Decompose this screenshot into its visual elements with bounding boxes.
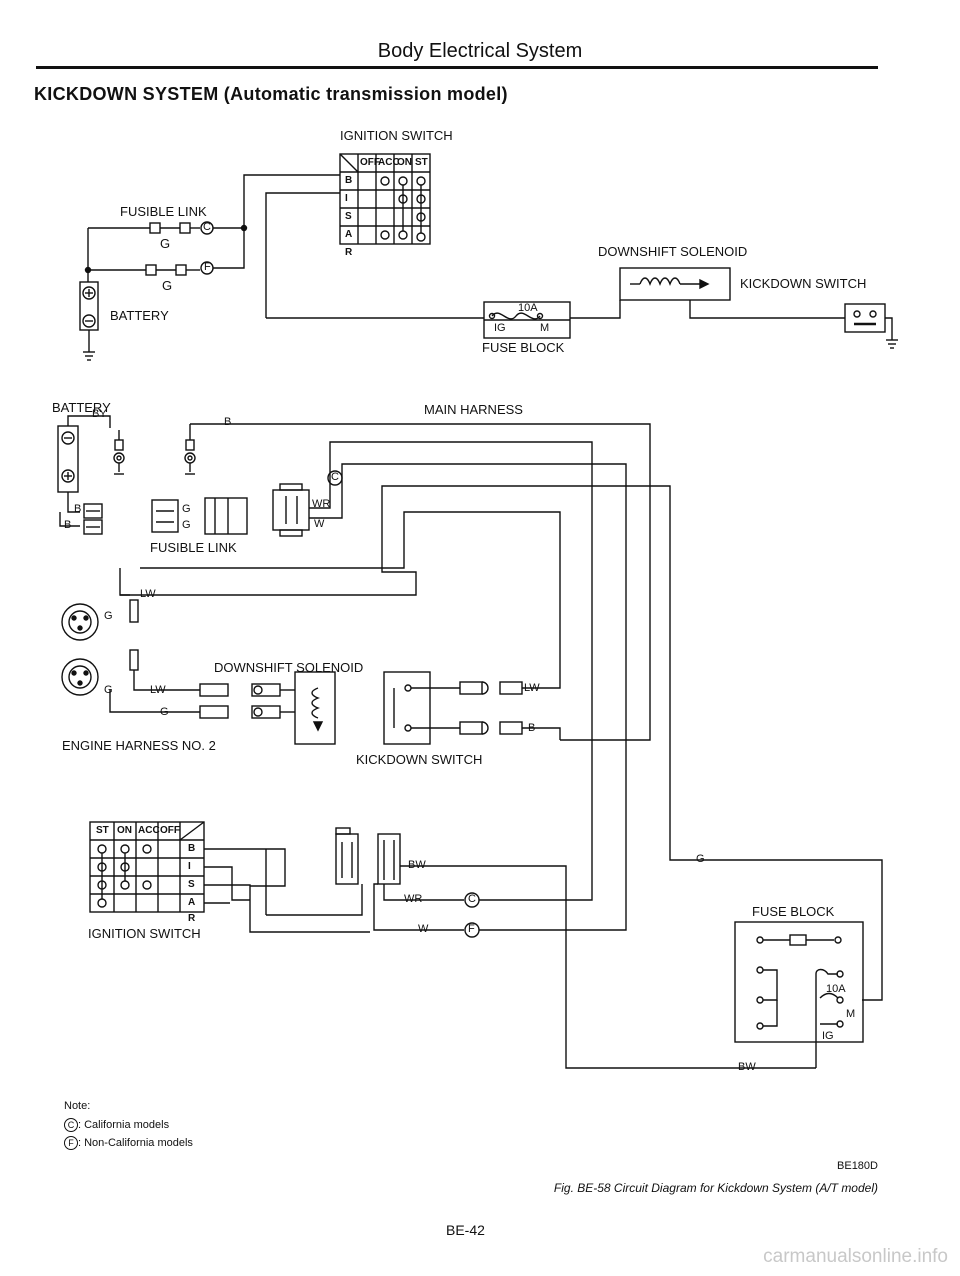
wiring-term-r: R bbox=[188, 913, 196, 924]
wiring-g1: G bbox=[182, 503, 191, 515]
schematic-term-i: I bbox=[345, 193, 348, 204]
wiring-wr: WR bbox=[312, 498, 331, 510]
wiring-kickdown-switch-label: KICKDOWN SWITCH bbox=[356, 752, 483, 767]
wiring-mark-f-lower: F bbox=[468, 923, 475, 935]
schematic-mark-f: F bbox=[204, 261, 211, 273]
wiring-lw-upper: LW bbox=[140, 588, 156, 600]
wiring-pos-off: OFF bbox=[160, 825, 180, 836]
note-f-text: : Non-California models bbox=[78, 1137, 193, 1149]
wiring-g2: G bbox=[182, 519, 191, 531]
wiring-b-top-label: B bbox=[224, 416, 232, 428]
wiring-lw-right: LW bbox=[524, 682, 540, 694]
note-f: F: Non-California models bbox=[64, 1136, 193, 1150]
schematic-ignition-switch-label: IGNITION SWITCH bbox=[340, 128, 453, 143]
note-f-mark: F bbox=[64, 1136, 78, 1150]
wiring-pos-acc: ACC bbox=[138, 825, 160, 836]
wiring-g-conn1: G bbox=[104, 610, 113, 622]
schematic-battery-label: BATTERY bbox=[110, 308, 169, 323]
wiring-w: W bbox=[314, 518, 325, 530]
wiring-fuse-ig: IG bbox=[822, 1030, 834, 1042]
schematic-term-a: A bbox=[345, 229, 353, 240]
wiring-term-a: A bbox=[188, 897, 196, 908]
schematic-fuse-rating: 10A bbox=[518, 302, 538, 314]
wiring-mark-c-lower: C bbox=[468, 893, 476, 905]
wiring-pos-on: ON bbox=[117, 825, 132, 836]
wiring-downshift-solenoid-label: DOWNSHIFT SOLENOID bbox=[214, 660, 364, 675]
figure-caption: Fig. BE-58 Circuit Diagram for Kickdown … bbox=[553, 1181, 878, 1195]
wiring-main-harness-label: MAIN HARNESS bbox=[424, 402, 523, 417]
note-c-mark: C bbox=[64, 1118, 78, 1132]
schematic-fuse-ig: IG bbox=[494, 322, 506, 334]
note-c-text: : California models bbox=[78, 1119, 170, 1131]
wiring-ignition-switch-grid bbox=[89, 821, 205, 913]
header-rule bbox=[36, 66, 878, 69]
schematic-ignition-switch-grid bbox=[339, 153, 431, 245]
schematic-fusible-link-label: FUSIBLE LINK bbox=[120, 204, 207, 219]
schematic-wire-g1: G bbox=[160, 236, 171, 251]
wiring-ignition-switch-label: IGNITION SWITCH bbox=[88, 926, 201, 941]
schematic-pos-on: ON bbox=[397, 157, 412, 168]
wiring-wr-bottom: WR bbox=[404, 893, 423, 905]
page-title: KICKDOWN SYSTEM (Automatic transmission … bbox=[34, 84, 508, 104]
wiring-fuse-rating: 10A bbox=[826, 983, 846, 995]
wiring-bw-bottom: BW bbox=[738, 1061, 756, 1073]
wiring-pos-st: ST bbox=[96, 825, 109, 836]
watermark: carmanualsonline.info bbox=[763, 1246, 948, 1267]
page-header: Body Electrical System bbox=[377, 40, 583, 62]
schematic-kickdown-switch-label: KICKDOWN SWITCH bbox=[740, 276, 867, 291]
wiring-mark-c-upper: C bbox=[331, 471, 339, 483]
schematic-pos-acc: ACC bbox=[378, 157, 400, 168]
schematic-term-r: R bbox=[345, 247, 353, 258]
wiring-term-b: B bbox=[188, 843, 196, 854]
schematic-term-s: S bbox=[345, 211, 352, 222]
figure-code: BE180D bbox=[837, 1160, 878, 1172]
wiring-fuse-block-label: FUSE BLOCK bbox=[752, 904, 835, 919]
wiring-term-i: I bbox=[188, 861, 191, 872]
wiring-g-lower: G bbox=[160, 706, 169, 718]
schematic-term-b: B bbox=[345, 175, 353, 186]
schematic-downshift-solenoid-label: DOWNSHIFT SOLENOID bbox=[598, 244, 748, 259]
wiring-battery-label: BATTERY bbox=[52, 400, 111, 415]
wiring-g-conn2: G bbox=[104, 684, 113, 696]
wiring-bw: BW bbox=[408, 859, 426, 871]
wiring-g-right: G bbox=[696, 853, 705, 865]
schematic-pos-st: ST bbox=[415, 157, 428, 168]
wiring-lw-lower: LW bbox=[150, 684, 166, 696]
page-number: BE-42 bbox=[446, 1222, 485, 1238]
schematic-fuse-m: M bbox=[540, 322, 550, 334]
wiring-b-left2: B bbox=[64, 519, 72, 531]
wiring-b-left1: B bbox=[74, 503, 82, 515]
wiring-engine-harness-label: ENGINE HARNESS NO. 2 bbox=[62, 738, 216, 753]
wiring-term-s: S bbox=[188, 879, 195, 890]
schematic-wire-g2: G bbox=[162, 278, 173, 293]
wiring-w-bottom: W bbox=[418, 923, 429, 935]
schematic-pos-off: OFF bbox=[360, 157, 380, 168]
note-c: C: California models bbox=[64, 1118, 169, 1132]
schematic-fuse-block-label: FUSE BLOCK bbox=[482, 340, 565, 355]
note-heading: Note: bbox=[64, 1100, 91, 1112]
wiring-fusible-link-label: FUSIBLE LINK bbox=[150, 540, 237, 555]
schematic-mark-c: C bbox=[203, 221, 211, 233]
wiring-by-label: BY bbox=[92, 408, 107, 420]
wiring-fuse-m: M bbox=[846, 1008, 856, 1020]
wiring-b-right: B bbox=[528, 722, 536, 734]
